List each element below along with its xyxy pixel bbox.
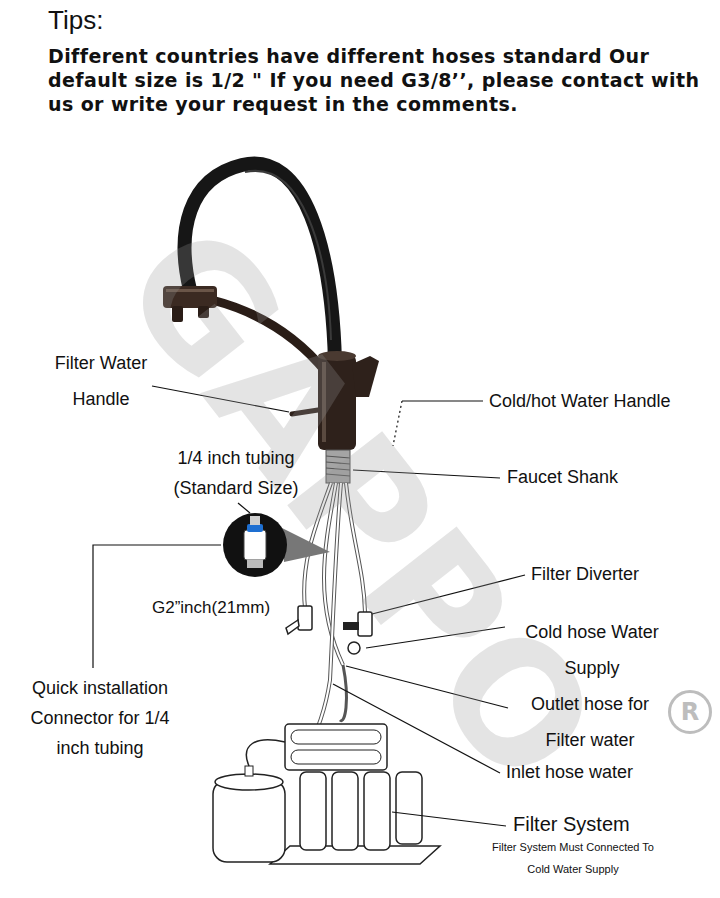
filter-system-part xyxy=(332,772,358,850)
filter-system-part xyxy=(245,766,253,776)
connector-detail-part xyxy=(247,560,263,568)
note-label: Filter System Must Connected To Cold Wat… xyxy=(484,836,662,880)
supply-hoses-part xyxy=(340,665,346,721)
part-label: Faucet Shank xyxy=(507,466,618,488)
filter-system-part xyxy=(364,772,390,850)
size-label: 1/4 inch tubing (Standard Size) xyxy=(160,443,312,503)
part-label: Filter Diverter xyxy=(531,563,639,585)
leader-lines-part xyxy=(392,812,506,826)
filter-system xyxy=(213,724,440,864)
part-label: Outlet hose for Filter water xyxy=(510,686,670,758)
size-note: Different countries have different hoses… xyxy=(48,44,708,116)
leader-lines-part xyxy=(402,400,483,401)
part-label: Filter Water Handle xyxy=(42,345,160,417)
filter-system-part xyxy=(291,730,381,744)
part-label: Filter System xyxy=(513,812,630,836)
dimension-label: G2”inch(21mm) xyxy=(152,597,270,619)
filter-system-part xyxy=(396,772,422,844)
part-label: Cold hose Water Supply xyxy=(506,614,678,686)
tips-heading: Tips: xyxy=(48,4,103,36)
registered-mark: R xyxy=(668,690,712,734)
angle-valves-part xyxy=(286,620,299,634)
filter-system-part xyxy=(213,780,285,862)
part-label: Quick installation Connector for 1/4 inc… xyxy=(14,673,186,763)
angle-valves-part xyxy=(298,606,312,630)
filter-system-part xyxy=(246,740,285,766)
filter-system-part xyxy=(300,772,326,850)
filter-system-part xyxy=(291,750,381,764)
filter-system-part xyxy=(285,724,387,770)
part-label: Inlet hose water xyxy=(506,761,633,783)
part-label: Cold/hot Water Handle xyxy=(489,390,670,412)
